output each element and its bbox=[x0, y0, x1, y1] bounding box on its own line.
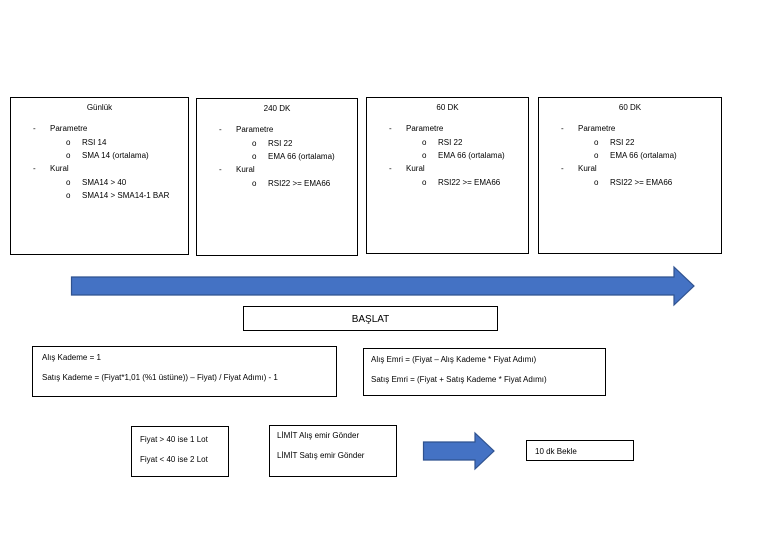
dash-marker: - bbox=[389, 164, 392, 173]
bullet-marker: o bbox=[66, 138, 71, 147]
limit-order-box: LİMİT Alış emir Gönder LİMİT Satış emir … bbox=[269, 425, 397, 477]
bullet-marker: o bbox=[66, 191, 71, 200]
list-item-label: SMA14 > SMA14-1 BAR bbox=[82, 191, 170, 200]
column-title: Günlük bbox=[86, 103, 113, 112]
order-formula-box: Alış Emri = (Fiyat – Alış Kademe * Fiyat… bbox=[363, 348, 606, 396]
bullet-marker: o bbox=[422, 138, 427, 147]
bullet-marker: o bbox=[252, 179, 257, 188]
list-item-label: SMA14 > 40 bbox=[82, 178, 127, 187]
section-label: Parametre bbox=[578, 124, 616, 133]
bullet-marker: o bbox=[594, 138, 599, 147]
bullet-marker: o bbox=[252, 152, 257, 161]
bullet-marker: o bbox=[422, 151, 427, 160]
dash-marker: - bbox=[219, 125, 222, 134]
kademe-formula-box: Alış Kademe = 1 Satış Kademe = (Fiyat*1,… bbox=[32, 346, 337, 397]
timeline-arrow-shape bbox=[70, 265, 695, 307]
timeline-arrow bbox=[70, 265, 695, 307]
lot-rule-1: Fiyat > 40 ise 1 Lot bbox=[140, 435, 208, 444]
bullet-marker: o bbox=[66, 151, 71, 160]
list-item-label: RSI22 >= EMA66 bbox=[438, 178, 501, 187]
column-240dk: 240 DK - Parametre o RSI 22 o EMA 66 (or… bbox=[196, 98, 358, 256]
column-daily: Günlük - Parametre o RSI 14 o SMA 14 (or… bbox=[10, 97, 189, 255]
start-box: BAŞLAT bbox=[243, 306, 498, 331]
section-label: Parametre bbox=[236, 125, 274, 134]
list-item-label: RSI 14 bbox=[82, 138, 107, 147]
column-60dk-2: 60 DK - Parametre o RSI 22 o EMA 66 (ort… bbox=[538, 97, 722, 254]
section-label: Kural bbox=[578, 164, 597, 173]
wait-box: 10 dk Bekle bbox=[526, 440, 634, 461]
section-label: Kural bbox=[406, 164, 425, 173]
list-item-label: EMA 66 (ortalama) bbox=[268, 152, 335, 161]
satis-emri-text: Satış Emri = (Fiyat + Satış Kademe * Fiy… bbox=[371, 375, 547, 384]
bullet-marker: o bbox=[252, 139, 257, 148]
start-label: BAŞLAT bbox=[351, 314, 390, 325]
section-label: Kural bbox=[236, 165, 255, 174]
list-item-label: EMA 66 (ortalama) bbox=[610, 151, 677, 160]
wait-label: 10 dk Bekle bbox=[535, 447, 577, 456]
limit-alis-text: LİMİT Alış emir Gönder bbox=[277, 431, 360, 440]
column-60dk-1: 60 DK - Parametre o RSI 22 o EMA 66 (ort… bbox=[366, 97, 529, 254]
section-label: Parametre bbox=[406, 124, 444, 133]
bullet-marker: o bbox=[594, 178, 599, 187]
alis-kademe-text: Alış Kademe = 1 bbox=[42, 353, 101, 362]
list-item-label: RSI 22 bbox=[610, 138, 635, 147]
column-title: 60 DK bbox=[618, 103, 642, 112]
dash-marker: - bbox=[33, 124, 36, 133]
satis-kademe-text: Satış Kademe = (Fiyat*1,01 (%1 üstüne)) … bbox=[42, 373, 278, 382]
dash-marker: - bbox=[389, 124, 392, 133]
list-item-label: RSI 22 bbox=[438, 138, 463, 147]
bullet-marker: o bbox=[594, 151, 599, 160]
next-step-arrow bbox=[422, 431, 495, 471]
column-title: 60 DK bbox=[436, 103, 459, 112]
dash-marker: - bbox=[219, 165, 222, 174]
alis-emri-text: Alış Emri = (Fiyat – Alış Kademe * Fiyat… bbox=[371, 355, 537, 364]
next-step-arrow-shape bbox=[422, 431, 495, 471]
bullet-marker: o bbox=[422, 178, 427, 187]
list-item-label: SMA 14 (ortalama) bbox=[82, 151, 149, 160]
column-title: 240 DK bbox=[263, 104, 291, 113]
dash-marker: - bbox=[561, 124, 564, 133]
list-item-label: RSI22 >= EMA66 bbox=[610, 178, 673, 187]
list-item-label: RSI22 >= EMA66 bbox=[268, 179, 331, 188]
section-label: Kural bbox=[50, 164, 69, 173]
lot-rule-2: Fiyat < 40 ise 2 Lot bbox=[140, 455, 208, 464]
dash-marker: - bbox=[561, 164, 564, 173]
dash-marker: - bbox=[33, 164, 36, 173]
bullet-marker: o bbox=[66, 178, 71, 187]
lot-rules-box: Fiyat > 40 ise 1 Lot Fiyat < 40 ise 2 Lo… bbox=[131, 426, 229, 477]
list-item-label: EMA 66 (ortalama) bbox=[438, 151, 505, 160]
list-item-label: RSI 22 bbox=[268, 139, 293, 148]
limit-satis-text: LİMİT Satış emir Gönder bbox=[277, 451, 365, 460]
section-label: Parametre bbox=[50, 124, 88, 133]
